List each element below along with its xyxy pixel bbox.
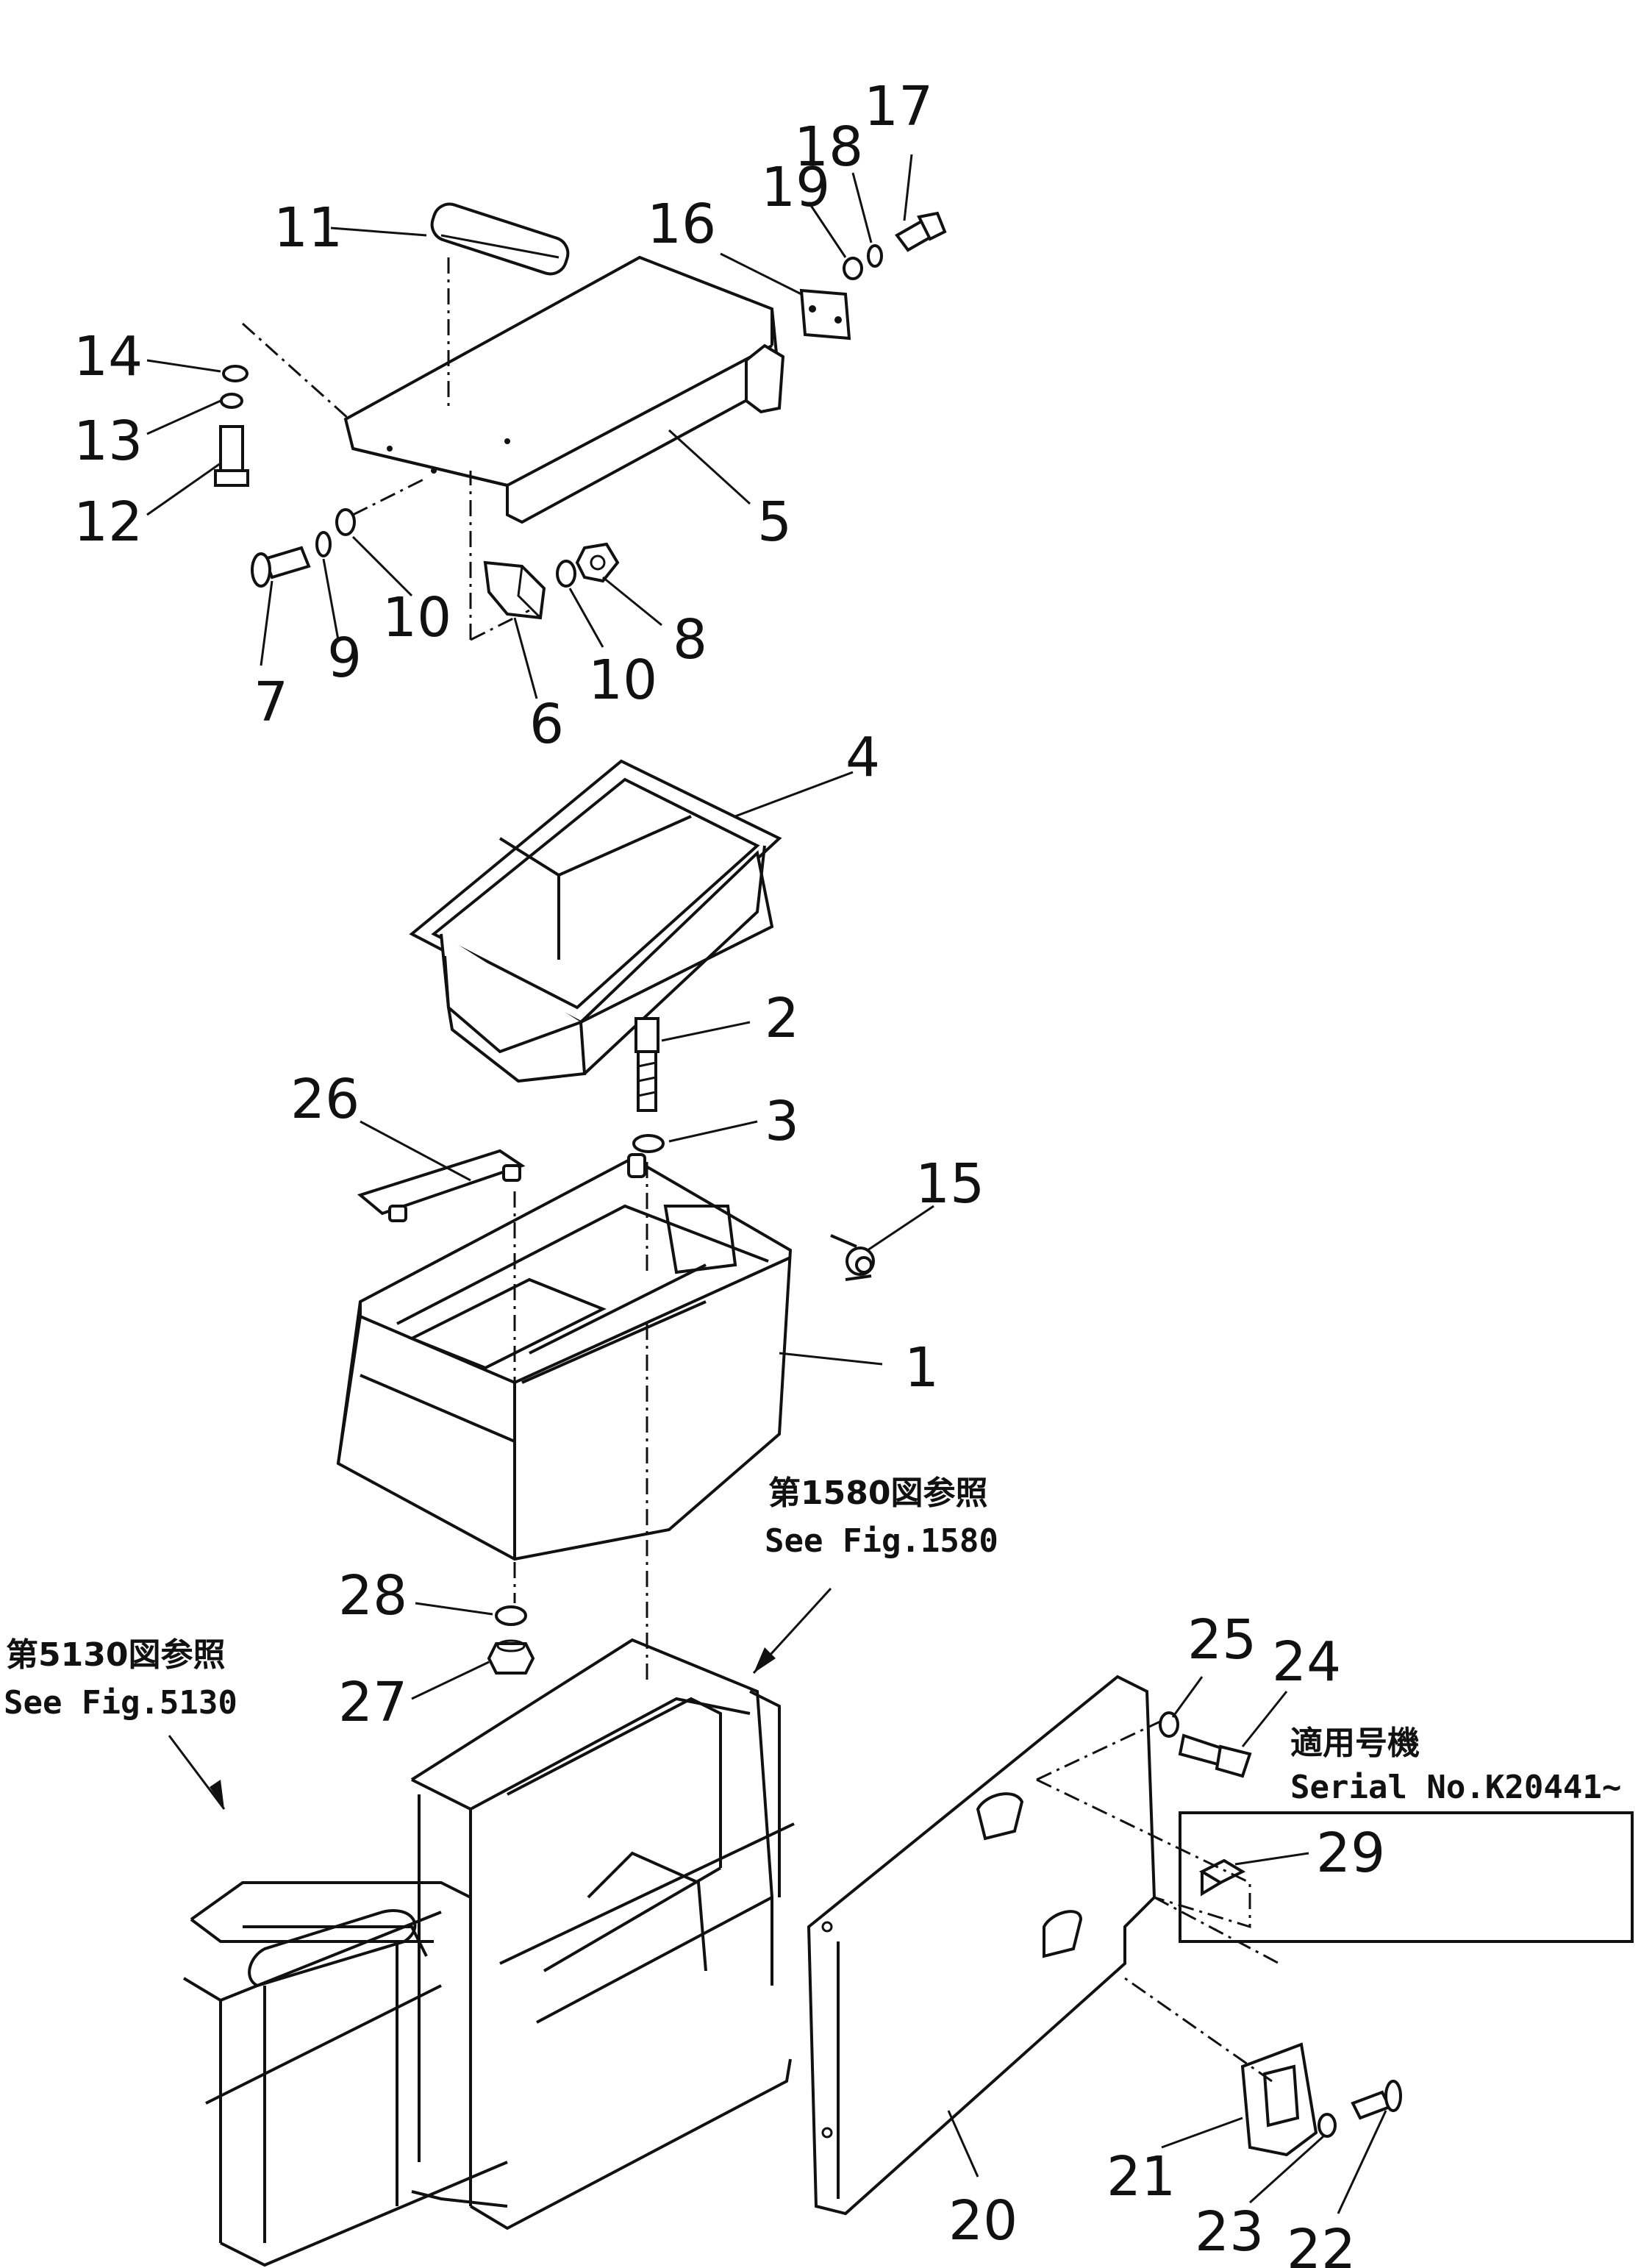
ref-5130-en: See Fig.5130 [4, 1684, 237, 1722]
part-1-console-box [336, 1153, 793, 1561]
ref-1580-jp: 第1580図参照 [768, 1474, 987, 1512]
lid-hardware [214, 211, 947, 588]
part-20-cover-panel [807, 1675, 1156, 2216]
part-15-spring [830, 1234, 875, 1281]
label-13: 13 [74, 410, 143, 473]
serial-note-jp: 適用号機 [1290, 1725, 1420, 1762]
label-27: 27 [338, 1671, 407, 1734]
assembly-center-lines [241, 257, 1280, 2083]
part-22-bolt [1351, 2080, 1402, 2120]
part-number-labels: 11 14 13 12 5 16 19 18 17 7 9 10 6 10 8 … [74, 75, 1385, 2268]
label-29: 29 [1316, 1822, 1385, 1885]
label-18: 18 [794, 115, 863, 179]
reference-notes: 第1580図参照 See Fig.1580 第5130図参照 See Fig.5… [4, 1474, 1621, 1806]
label-16: 16 [647, 193, 716, 256]
label-26: 26 [290, 1068, 360, 1131]
label-22: 22 [1287, 2218, 1356, 2268]
ref-5130-jp: 第5130図参照 [6, 1636, 225, 1674]
label-9: 9 [327, 627, 362, 690]
label-2: 2 [765, 987, 799, 1050]
label-10b: 10 [588, 649, 657, 712]
part-21-latch [1240, 2042, 1318, 2157]
label-20: 20 [948, 2189, 1018, 2253]
leader-lines [146, 154, 1387, 2214]
label-28: 28 [338, 1564, 407, 1627]
serial-note-en: Serial No.K20441~ [1290, 1769, 1621, 1806]
part-24-bolt [1178, 1733, 1252, 1778]
label-5: 5 [757, 491, 792, 554]
part-23-washer [1318, 2113, 1337, 2138]
part-26-plate [357, 1149, 526, 1222]
ref-1580-en: See Fig.1580 [765, 1522, 998, 1560]
part-25-washer [1159, 1711, 1179, 1738]
part-28-washer [495, 1605, 527, 1626]
label-14: 14 [74, 325, 143, 388]
lid-armrest [343, 255, 785, 524]
part-4-tray [409, 759, 782, 1083]
label-17: 17 [864, 75, 933, 138]
label-8: 8 [673, 608, 707, 671]
label-10a: 10 [382, 586, 451, 649]
label-7: 7 [254, 671, 288, 734]
label-12: 12 [74, 491, 143, 554]
part-2-bolt [634, 1017, 659, 1112]
label-24: 24 [1272, 1630, 1341, 1694]
serial-box [1179, 1811, 1634, 1943]
part-27-nut [487, 1639, 535, 1675]
part-29-clip [1198, 1858, 1246, 1897]
label-25: 25 [1187, 1608, 1256, 1672]
label-19: 19 [761, 156, 830, 219]
frame-structure [182, 1638, 795, 2267]
part-16-bracket [799, 288, 851, 340]
part-11-pad [430, 202, 570, 276]
label-21: 21 [1106, 2145, 1176, 2208]
label-3: 3 [765, 1090, 799, 1153]
label-1: 1 [904, 1336, 939, 1399]
part-3-washer [632, 1134, 665, 1153]
label-4: 4 [845, 726, 880, 789]
label-11: 11 [274, 196, 343, 260]
label-23: 23 [1195, 2200, 1264, 2264]
label-6: 6 [529, 693, 564, 756]
label-15: 15 [915, 1152, 984, 1216]
part-6-bracket [483, 560, 546, 620]
